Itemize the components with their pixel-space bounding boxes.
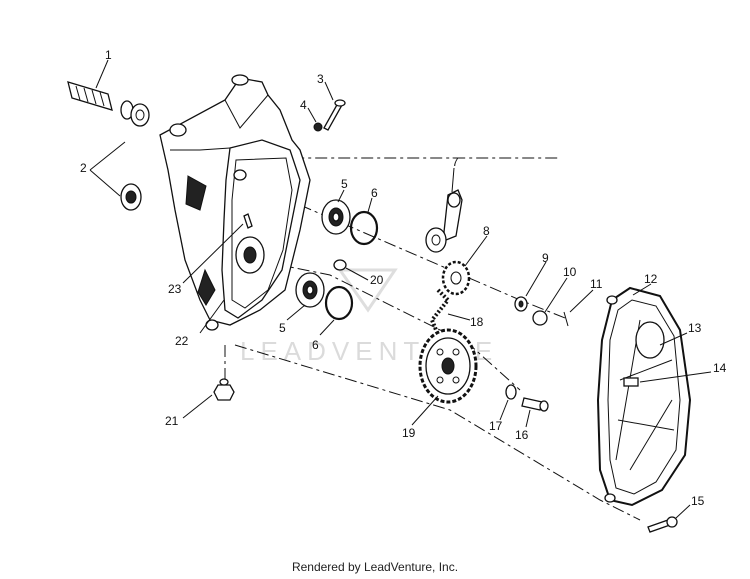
callout-3: 3 <box>317 72 324 86</box>
callout-2: 2 <box>80 161 87 175</box>
chaincase-cover <box>596 286 692 507</box>
cover-screw <box>647 516 678 533</box>
callout-12: 12 <box>644 272 658 286</box>
drain-plug <box>213 378 235 401</box>
callout-labels: 1 2 3 4 5 6 5 6 7 8 9 10 11 12 13 14 15 … <box>80 48 727 508</box>
callout-23: 23 <box>168 282 182 296</box>
callout-5-lower: 5 <box>279 321 286 335</box>
callout-6-upper: 6 <box>371 186 378 200</box>
input-shaft <box>67 81 150 127</box>
callout-17: 17 <box>489 419 503 433</box>
sprocket-upper <box>441 260 471 296</box>
callout-15: 15 <box>691 494 705 508</box>
leader-lines <box>89 59 712 519</box>
nut-20 <box>333 259 347 271</box>
tensioner-arm <box>425 189 463 253</box>
callout-18: 18 <box>470 315 484 329</box>
screw-and-nut <box>313 99 346 132</box>
callout-8: 8 <box>483 224 490 238</box>
bearing-lower <box>295 272 325 308</box>
bolt-and-washer <box>505 384 549 412</box>
chaincase-housing <box>159 74 311 331</box>
callout-6-lower: 6 <box>312 338 319 352</box>
callout-22: 22 <box>175 334 189 348</box>
callout-9: 9 <box>542 251 549 265</box>
footer-credit: Rendered by LeadVenture, Inc. <box>291 560 459 574</box>
callout-14: 14 <box>713 361 727 375</box>
callout-7: 7 <box>452 155 459 169</box>
callout-4: 4 <box>300 98 307 112</box>
o-ring-upper <box>349 210 379 246</box>
drive-chain <box>429 288 451 331</box>
o-ring-lower <box>324 285 354 321</box>
seal <box>120 183 142 211</box>
callout-16: 16 <box>515 428 529 442</box>
callout-19: 19 <box>402 426 416 440</box>
sprocket-lower <box>418 328 478 404</box>
callout-21: 21 <box>165 414 179 428</box>
callout-20: 20 <box>370 273 384 287</box>
washer-nut-pin <box>514 296 569 327</box>
callout-10: 10 <box>563 265 577 279</box>
callout-11: 11 <box>590 277 603 291</box>
callout-13: 13 <box>688 321 702 335</box>
bearing-upper <box>321 199 351 235</box>
callout-5-upper: 5 <box>341 177 348 191</box>
callout-1: 1 <box>105 48 112 62</box>
screw-23 <box>243 213 253 229</box>
